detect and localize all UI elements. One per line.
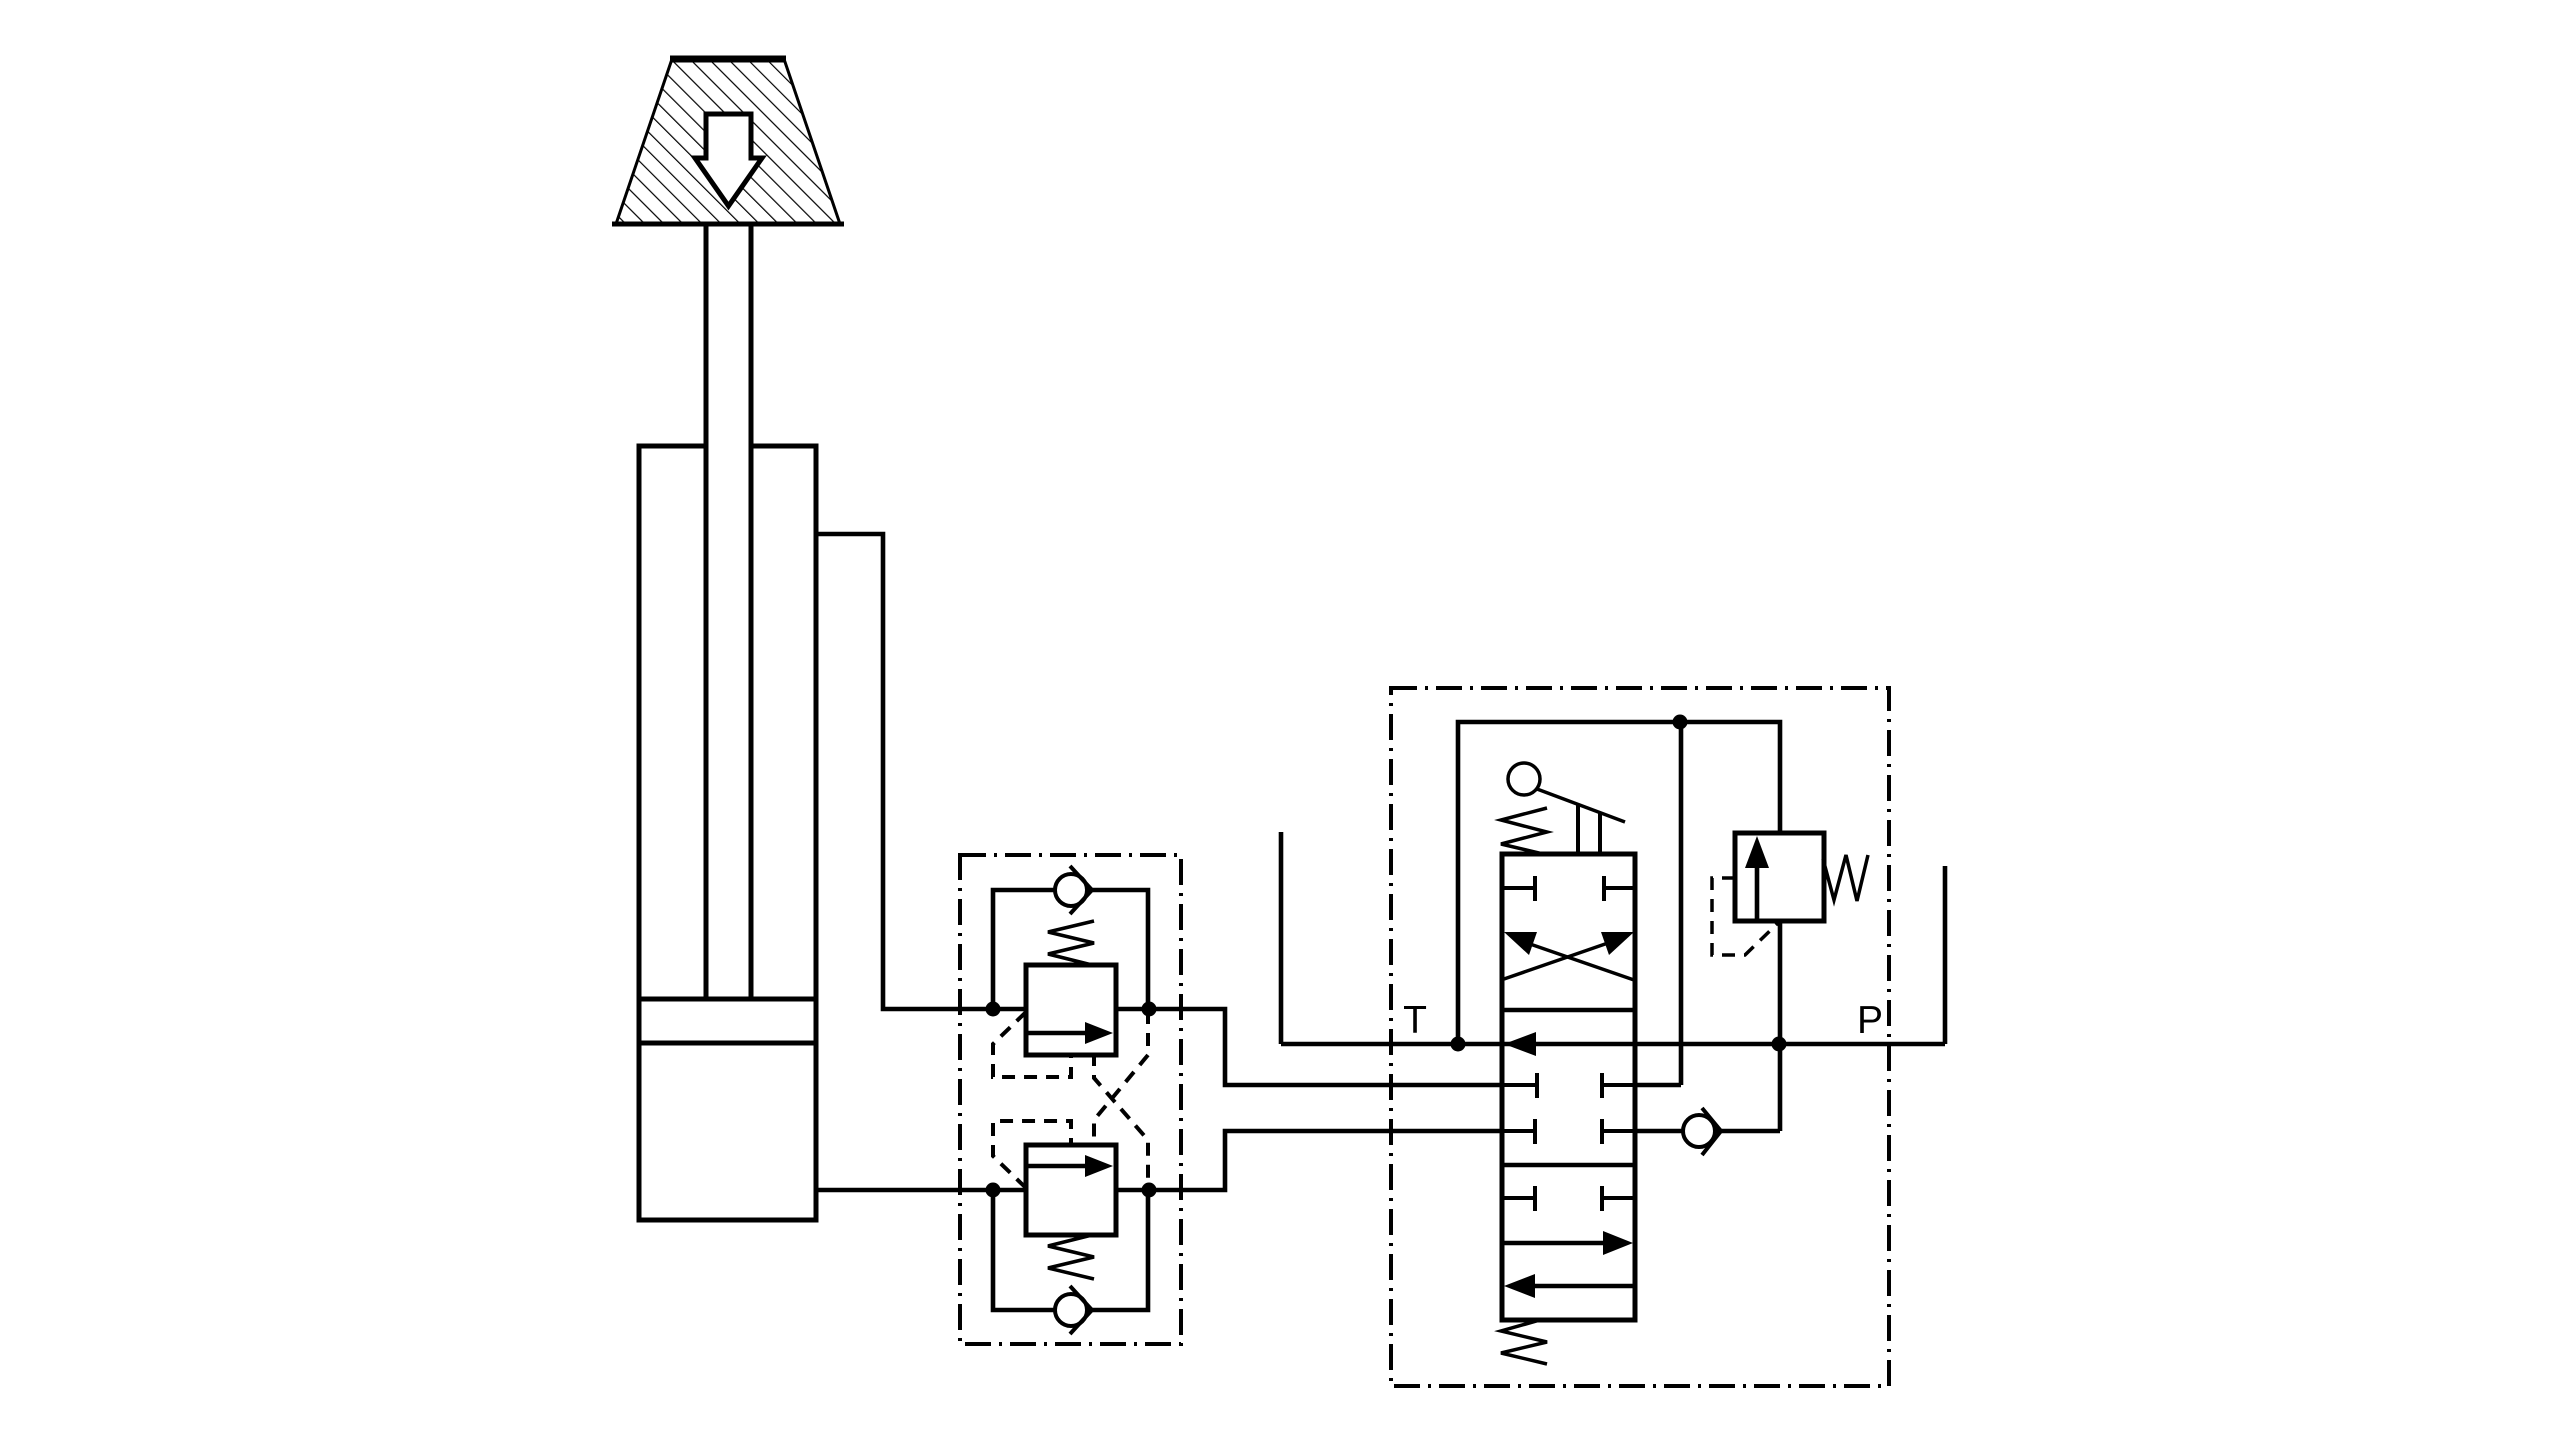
svg-text:T: T xyxy=(1403,999,1427,1042)
svg-text:P: P xyxy=(1857,999,1883,1042)
